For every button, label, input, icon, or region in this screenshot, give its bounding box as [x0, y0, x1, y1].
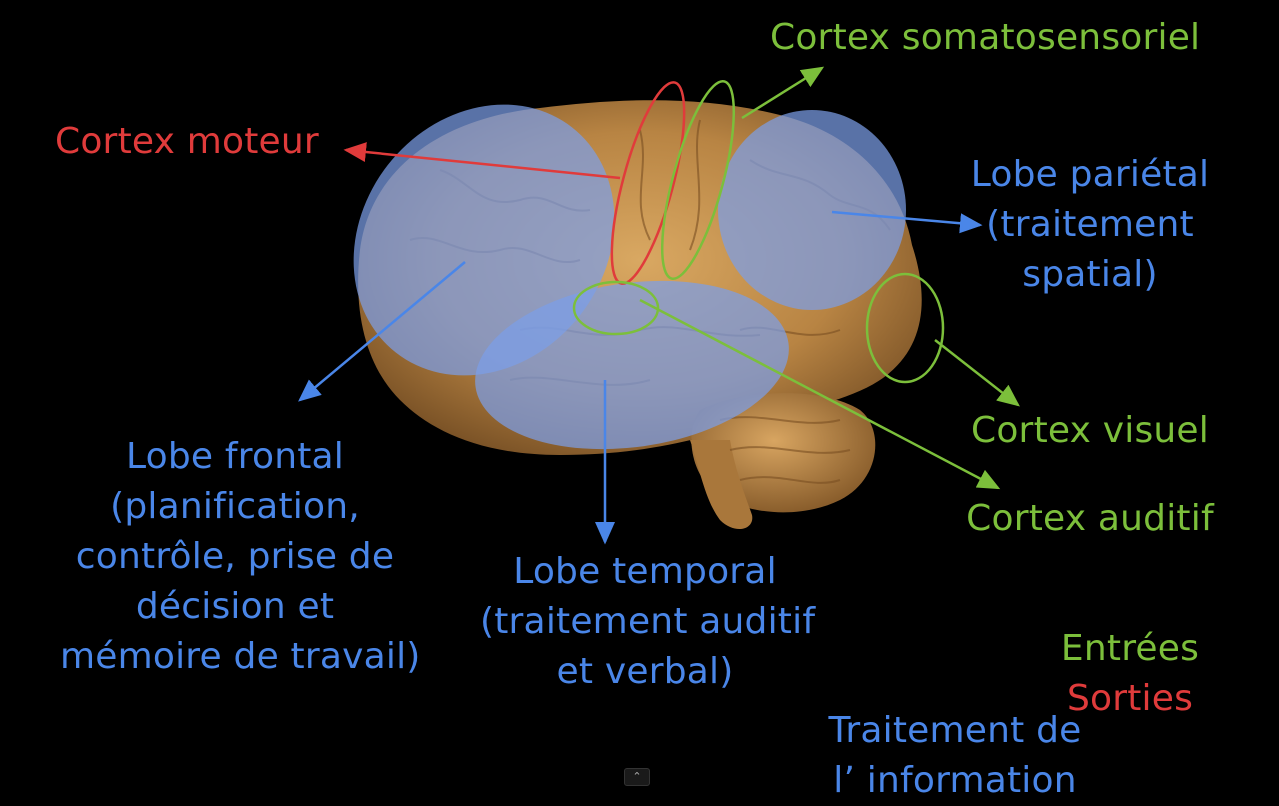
label-cortex-somatosensoriel: Cortex somatosensoriel — [770, 13, 1210, 63]
label-line: Lobe pariétal — [960, 150, 1220, 200]
label-lobe-frontal: Lobe frontal (planification, contrôle, p… — [60, 432, 410, 682]
label-line: Lobe frontal — [60, 432, 410, 482]
label-line: l’ information — [800, 756, 1110, 806]
label-line: Lobe temporal — [480, 547, 810, 597]
label-line: contrôle, prise de — [60, 532, 410, 582]
chevron-up-icon: ⌃ — [632, 770, 641, 783]
label-cortex-moteur: Cortex moteur — [55, 117, 345, 167]
label-line: (traitement auditif — [480, 597, 810, 647]
label-line: (traitement — [960, 200, 1220, 250]
scroll-up-button[interactable]: ⌃ — [624, 768, 650, 786]
label-cortex-auditif: Cortex auditif — [955, 494, 1225, 544]
label-line: Traitement de — [800, 706, 1110, 756]
legend-traitement: Traitement de l’ information — [800, 706, 1110, 806]
parietal-lobe-overlay — [718, 110, 906, 310]
label-line: spatial) — [960, 250, 1220, 300]
label-line: (planification, — [60, 482, 410, 532]
legend-entrees: Entrées — [1040, 624, 1220, 674]
label-cortex-visuel: Cortex visuel — [960, 406, 1220, 456]
visuel-arrow — [935, 340, 1018, 405]
label-lobe-temporal: Lobe temporal (traitement auditif et ver… — [480, 547, 810, 697]
label-line: mémoire de travail) — [60, 632, 410, 682]
label-line: décision et — [60, 582, 410, 632]
label-line: et verbal) — [480, 647, 810, 697]
label-lobe-parietal: Lobe pariétal (traitement spatial) — [960, 150, 1220, 300]
